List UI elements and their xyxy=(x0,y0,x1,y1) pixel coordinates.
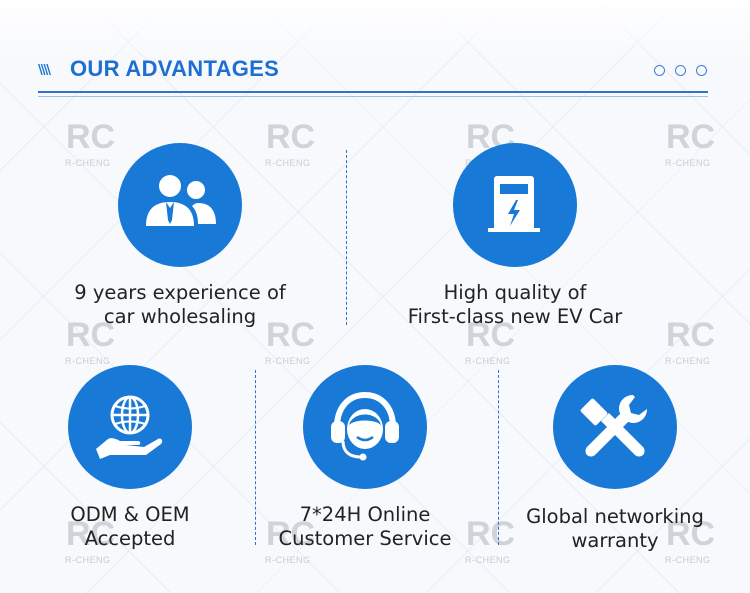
advantage-label: Global networking warranty xyxy=(515,505,715,553)
vertical-divider xyxy=(346,150,347,325)
advantage-card: 7*24H Online Customer Service xyxy=(270,365,460,551)
label-line: High quality of xyxy=(443,281,587,304)
advantage-label: ODM & OEM Accepted xyxy=(40,503,220,551)
label-line: Accepted xyxy=(84,527,176,550)
label-line: warranty xyxy=(571,529,659,552)
stripes-icon: \\\\ xyxy=(38,63,51,78)
circle-icon xyxy=(675,65,686,76)
advantage-label: High quality of First-class new EV Car xyxy=(390,281,640,329)
label-line: ODM & OEM xyxy=(70,503,190,526)
people-icon xyxy=(118,143,242,267)
vertical-divider xyxy=(498,370,499,545)
ev-charger-icon xyxy=(453,143,577,267)
label-line: car wholesaling xyxy=(103,305,257,328)
label-line: Global networking xyxy=(526,505,704,528)
header-divider-thin xyxy=(38,96,708,97)
tools-icon xyxy=(553,365,677,489)
label-line: 9 years experience of xyxy=(74,281,286,304)
label-line: Customer Service xyxy=(278,527,452,550)
advantage-label: 9 years experience of car wholesaling xyxy=(60,281,300,329)
advantage-card: 9 years experience of car wholesaling xyxy=(60,143,300,329)
circle-icon xyxy=(654,65,665,76)
advantage-card: Global networking warranty xyxy=(515,365,715,553)
top-gradient xyxy=(0,0,750,60)
advantage-card: ODM & OEM Accepted xyxy=(40,365,220,551)
header-divider xyxy=(38,91,708,93)
advantage-card: High quality of First-class new EV Car xyxy=(390,143,640,329)
page-title: OUR ADVANTAGES xyxy=(70,56,280,81)
circle-icon xyxy=(696,65,707,76)
label-line: 7*24H Online xyxy=(299,503,431,526)
section-header: \\\\ OUR ADVANTAGES xyxy=(0,0,750,110)
headset-icon xyxy=(303,365,427,489)
decorative-dots xyxy=(654,65,707,76)
vertical-divider xyxy=(255,370,256,545)
globe-hand-icon xyxy=(68,365,192,489)
advantage-label: 7*24H Online Customer Service xyxy=(270,503,460,551)
label-line: First-class new EV Car xyxy=(407,305,623,328)
